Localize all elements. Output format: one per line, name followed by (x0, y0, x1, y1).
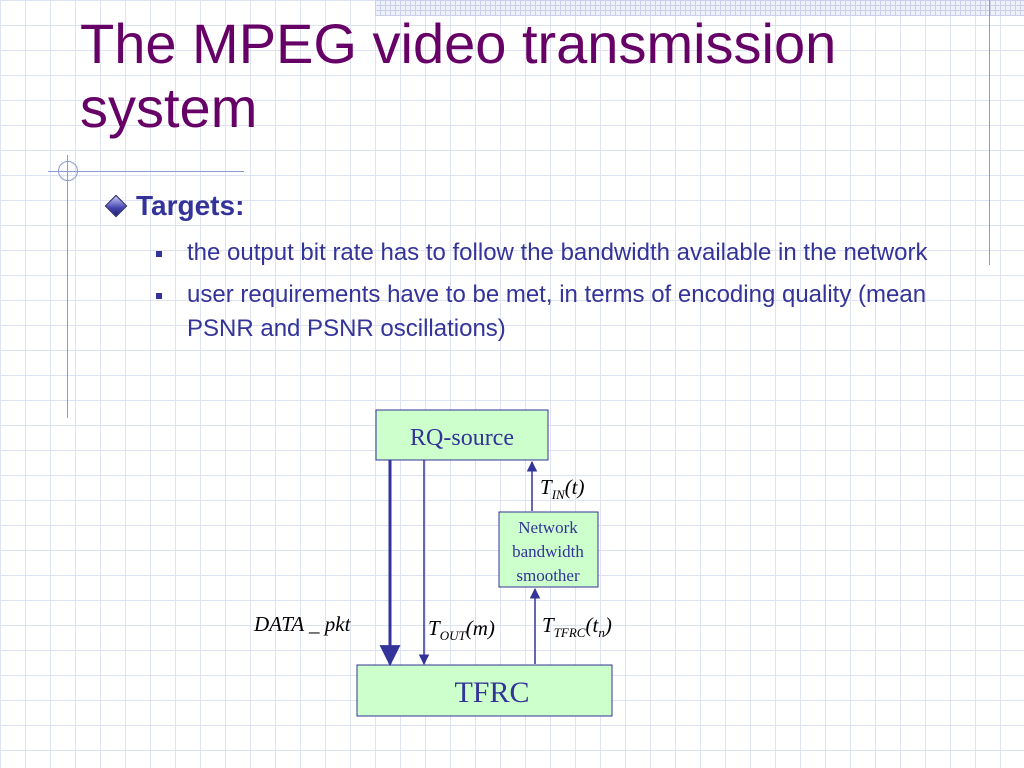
header-pattern-band (375, 0, 1024, 16)
rq-source-label: RQ-source (410, 425, 514, 451)
smoother-box (498, 511, 599, 588)
decorative-circle (58, 161, 78, 181)
targets-heading-text: Targets: (136, 190, 245, 221)
decorative-horizontal-line (48, 171, 244, 172)
smoother-label-line2: bandwidth (512, 542, 584, 561)
data-pkt-label: DATA _ pkt (253, 612, 352, 636)
rq-source-box (375, 409, 549, 461)
square-bullet-icon (156, 251, 162, 257)
targets-heading: Targets: (104, 190, 244, 222)
list-item: user requirements have to be met, in ter… (150, 278, 940, 346)
square-bullet-icon (156, 293, 162, 299)
slide-title: The MPEG video transmission system (80, 12, 837, 139)
bullet-text: user requirements have to be met, in ter… (187, 281, 927, 342)
tfrc-label: TFRC (454, 676, 529, 709)
t-in-label: TIN(t) (540, 475, 585, 502)
targets-list: the output bit rate has to follow the ba… (150, 236, 940, 354)
tfrc-box (356, 664, 613, 717)
t-tfrc-label: TTFRC(tn) (542, 613, 612, 640)
smoother-label-line3: smoother (516, 566, 580, 585)
smoother-label-line1: Network (518, 518, 578, 537)
decorative-vertical-line-left (67, 155, 68, 418)
decorative-vertical-line-right (989, 0, 990, 265)
t-out-label: TOUT(m) (428, 616, 495, 643)
bullet-text: the output bit rate has to follow the ba… (187, 239, 928, 266)
list-item: the output bit rate has to follow the ba… (150, 236, 940, 270)
